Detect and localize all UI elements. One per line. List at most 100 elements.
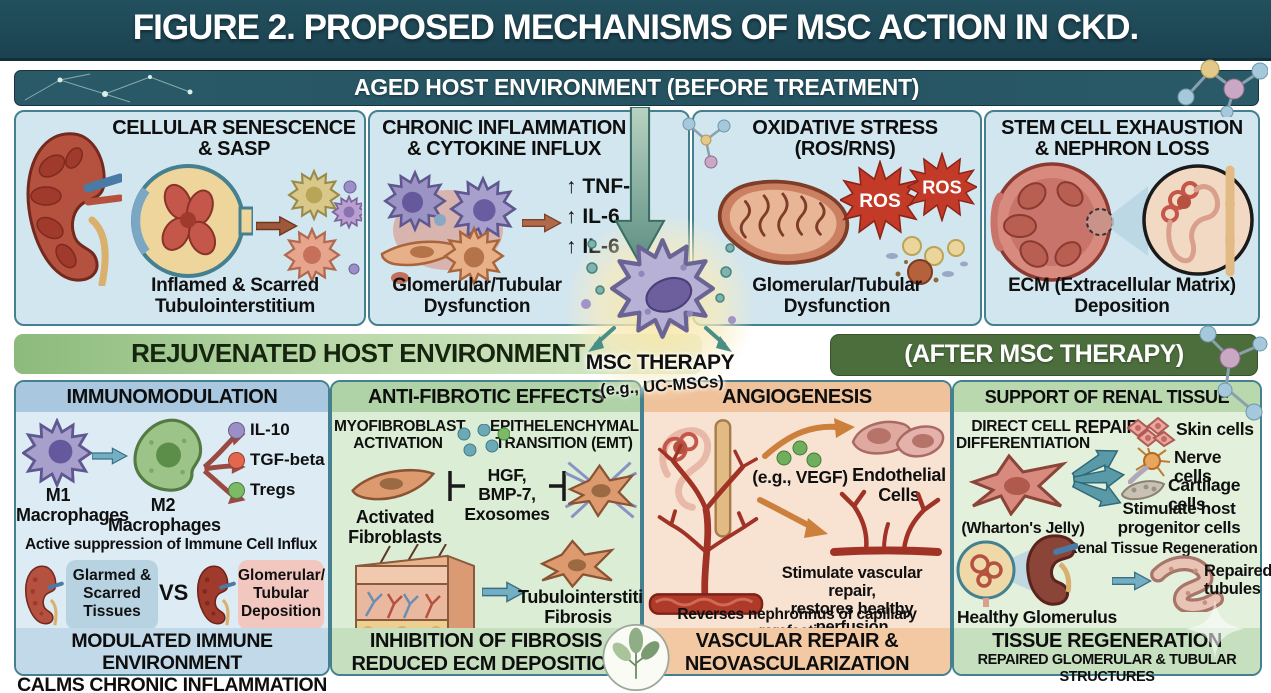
panel-caption: Inflamed & Scarred Tubulointerstitium (151, 275, 319, 318)
panel-stem-cell-exhaustion: STEM CELL EXHAUSTION & NEPHRON LOSS (984, 110, 1260, 326)
arrow-right-icon (1112, 571, 1152, 591)
kidney-cross-section-icon (990, 162, 1114, 282)
cartilage-cells-icon (1120, 480, 1166, 501)
fibrosis-label: Tubulointerstitial Fibrosis (518, 587, 658, 627)
factor-label: IL-10 (250, 420, 290, 439)
after-msc-band: (AFTER MSC THERAPY) (830, 334, 1258, 376)
panel-header: ANTI-FIBROTIC EFFECTS (332, 382, 640, 412)
panel-footer-line2: REPAIRED GLOMERULAR & TUBULAR STRUCTURES (977, 652, 1237, 686)
repaired-tubules-icon (1150, 555, 1225, 612)
rejuvenated-label: REJUVENATED HOST ENVIRONMENT (131, 338, 585, 368)
network-decoration-icon (24, 73, 193, 103)
tgf-beta-dot-icon (228, 451, 245, 469)
fibrosis-cell-icon (539, 539, 616, 588)
activated-fibroblasts-label: Activated Fibroblasts (348, 507, 442, 547)
nerve-cells-label: Nerve cells (1174, 447, 1222, 487)
after-msc-label: (AFTER MSC THERAPY) (904, 340, 1184, 368)
glomerulus-icon (131, 164, 253, 278)
arrow-curved-down-icon (757, 497, 828, 538)
vs-left-box: Glarmed & Scarred Tissues (66, 560, 158, 630)
panel-title: CELLULAR SENESCENCE & SASP (112, 117, 356, 160)
vs-right-box: Glomerular/ Tubular Deposition (238, 560, 325, 630)
vessel-branch-icon (830, 489, 942, 556)
stimulate-host-text: Stimulate host progenitor cells (1117, 499, 1241, 537)
panel-caption: Glomerular/Tubular Dysfunction (752, 275, 922, 318)
ros-label: ROS (859, 191, 901, 212)
endothelial-label: Endothelial Cells (852, 465, 946, 505)
arrow-right-icon (522, 213, 562, 233)
healthy-glomerulus-label: Healthy Glomerulus (957, 607, 1117, 627)
factor-label: TGF-beta (250, 450, 325, 469)
fibroblast-icon (351, 468, 436, 501)
aged-host-banner-label: AGED HOST ENVIRONMENT (BEFORE TREATMENT) (353, 74, 920, 100)
figure-title-bar: FIGURE 2. PROPOSED MECHANISMS OF MSC ACT… (0, 0, 1271, 61)
msc-stellate-cell-icon (968, 453, 1068, 516)
m1-label: M1 Macrophages (16, 485, 129, 525)
panel-oxidative-stress: OXIDATIVE STRESS (ROS/RNS) ROS ROS (692, 110, 982, 326)
emt-cell-icon (564, 461, 638, 519)
arrow-right-icon (92, 447, 128, 465)
suppression-text: Active suppression of Immune Cell Influx (24, 536, 318, 553)
differentiation-arrows-icon (1071, 449, 1126, 508)
inhibition-bar-icon (549, 471, 566, 501)
msc-therapy-label: MSC THERAPY (585, 351, 735, 374)
il10-dot-icon (228, 421, 245, 439)
wharton-label: (Wharton's Jelly) (961, 520, 1085, 537)
panel-title: STEM CELL EXHAUSTION & NEPHRON LOSS (1001, 117, 1243, 160)
panel-antifibrotic: ANTI-FIBROTIC EFFECTS MYOFIBROBLAST ACTI… (330, 380, 658, 676)
molecule-decoration-icon (1199, 325, 1268, 421)
arrow-right-icon (256, 215, 298, 237)
m2-label: M2 Macrophages (108, 495, 221, 535)
regeneration-text: Renal Tissue Regeneration (1066, 540, 1258, 557)
factor-label: Tregs (250, 480, 296, 499)
panel-title: OXIDATIVE STRESS (ROS/RNS) (752, 117, 938, 160)
m1-macrophage-icon (22, 418, 92, 488)
cytokine-item: ↑ IL-6 (566, 205, 620, 228)
panel-footer-line1: TISSUE REGENERATION (992, 630, 1222, 652)
panel-footer: TISSUE REGENERATION REPAIRED GLOMERULAR … (954, 628, 1260, 685)
inhibition-bar-icon (448, 471, 465, 501)
panel-renal-repair: SUPPORT OF RENAL TISSUE REPAIR DIRECT CE… (952, 380, 1271, 685)
panel-footer: VASCULAR REPAIR & NEOVASCULARIZATION (644, 628, 950, 675)
molecule-decoration-icon (682, 117, 731, 169)
kidney-icon (196, 565, 236, 626)
molecule-decoration-icon (1177, 59, 1268, 117)
cytokine-item: ↑ TNF-α (566, 175, 644, 198)
figure-title: FIGURE 2. PROPOSED MECHANISMS OF MSC ACT… (132, 8, 1140, 47)
stimulate-text: Stimulate vascular repair, restores heal… (781, 564, 923, 636)
cartilage-cells-label: Cartilage cells (1168, 475, 1241, 515)
ros-burst-icon: ROS (840, 160, 920, 240)
panel-cellular-senescence: CELLULAR SENESCENCE & SASP (14, 110, 366, 326)
msc-cell-icon (581, 238, 736, 352)
vegf-dots-icon (776, 440, 822, 468)
m2-macrophage-icon (133, 418, 203, 492)
skin-cells-label: Skin cells (1176, 419, 1254, 439)
nephron-zoom-icon (1112, 164, 1254, 277)
senescent-cells-icon (283, 168, 362, 284)
emt-subheading: EPITHELENCHYMAL TRANSITION (EMT) (490, 418, 639, 453)
nephron-vessel-icon (648, 419, 764, 615)
panel-footer: INHIBITION OF FIBROSIS REDUCED ECM DEPOS… (332, 628, 640, 675)
nerve-cell-icon (1128, 447, 1171, 484)
healthy-glomerulus-icon (956, 534, 1078, 607)
panel-header: SUPPORT OF RENAL TISSUE REPAIR (954, 382, 1260, 437)
endothelial-cells-icon (851, 420, 945, 458)
mitochondrion-icon (717, 179, 850, 265)
inflammatory-cells-icon (380, 169, 518, 287)
aged-host-banner: AGED HOST ENVIRONMENT (BEFORE TREATMENT) (14, 70, 1259, 106)
direct-differentiation-subheading: DIRECT CELL DIFFERENTIATION (956, 418, 1090, 453)
factor-row: IL-10 (228, 420, 290, 442)
ros-label: ROS (922, 177, 961, 197)
myofibroblast-subheading: MYOFIBROBLAST ACTIVATION (334, 418, 466, 453)
panel-header: IMMUNOMODULATION (16, 382, 328, 412)
vegf-label: (e.g., VEGF) (752, 467, 848, 487)
panel-footer: MODULATED IMMUNE ENVIRONMENT CALMS CHRON… (16, 628, 328, 693)
panel-immunomodulation: IMMUNOMODULATION IL-10 TGF-beta (14, 380, 330, 693)
secreted-factors-dots-icon (457, 424, 510, 457)
damaged-cells-icon (886, 236, 968, 285)
vs-label: VS (159, 580, 189, 605)
skin-cells-icon (1126, 416, 1176, 448)
arrow-curved-up-icon (762, 418, 855, 459)
factor-row: TGF-beta (228, 450, 325, 472)
